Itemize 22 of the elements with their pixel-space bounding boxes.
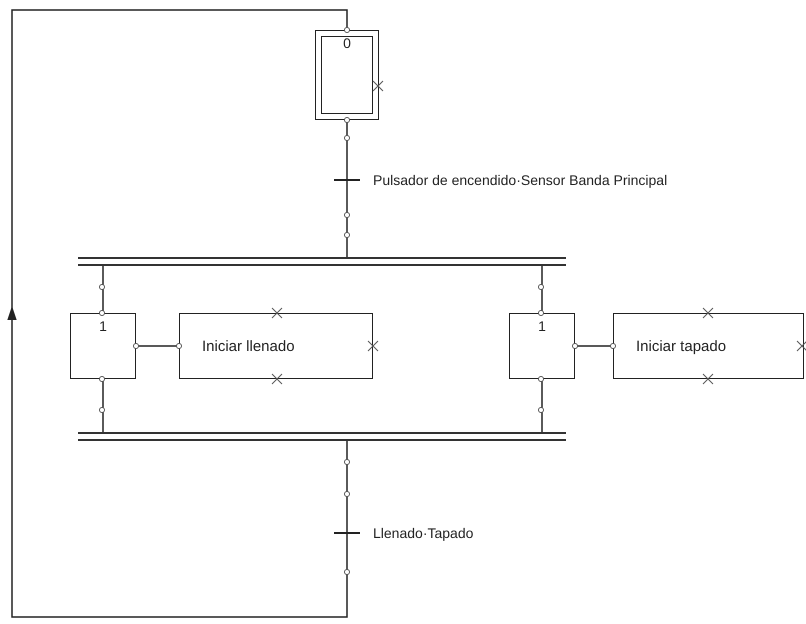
step-box	[70, 313, 136, 379]
step-number: 1	[99, 318, 107, 334]
connector-line	[346, 120, 348, 179]
connector-line	[346, 441, 348, 532]
connector-line	[102, 266, 104, 313]
connector-line	[136, 345, 179, 347]
connector-line	[541, 266, 543, 313]
step-box	[509, 313, 575, 379]
parallel-bar	[78, 432, 566, 441]
connector-line	[346, 181, 348, 257]
parallel-bar	[78, 257, 566, 266]
connector-line	[102, 379, 104, 432]
connector-line	[575, 345, 613, 347]
step-number: 1	[538, 318, 546, 334]
action-box: Iniciar llenado	[179, 313, 373, 379]
transition-condition: Llenado·Tapado	[373, 526, 474, 540]
step-number: 0	[343, 35, 351, 51]
transition-condition: Pulsador de encendido·Sensor Banda Principal	[373, 173, 668, 187]
initial-step-box	[315, 30, 379, 120]
connector-line	[541, 379, 543, 432]
arrow	[7, 9, 348, 618]
action-box: Iniciar tapado	[613, 313, 804, 379]
